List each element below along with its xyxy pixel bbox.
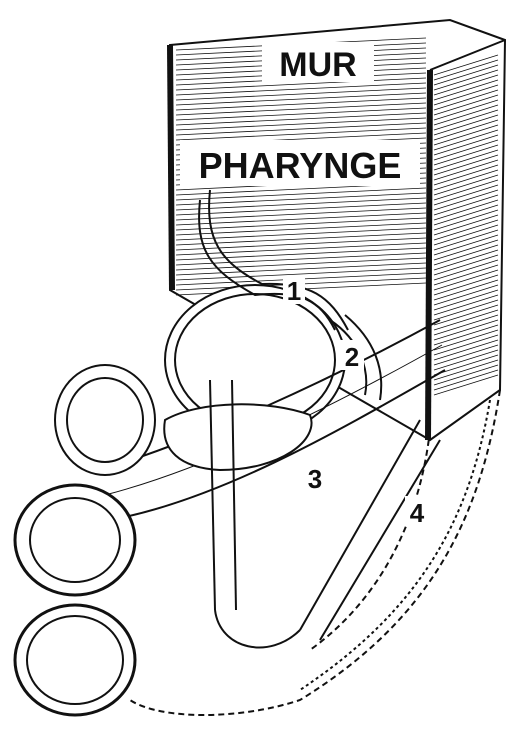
title-pharynge: PHARYNGE <box>180 140 420 186</box>
callout-4: 4 <box>410 498 425 528</box>
callout-2: 2 <box>345 342 359 372</box>
title-mur: MUR <box>262 42 374 84</box>
title-line-2: PHARYNGE <box>199 145 402 186</box>
callout-3: 3 <box>308 464 322 494</box>
callout-1: 1 <box>287 276 301 306</box>
title-line-1: MUR <box>279 46 356 84</box>
